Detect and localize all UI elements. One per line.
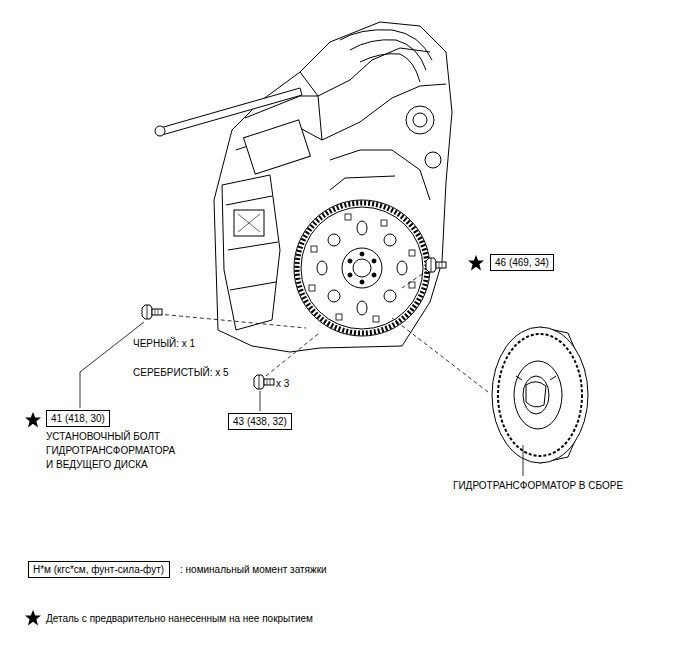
star-symbol <box>468 255 484 271</box>
star-symbol <box>24 609 42 627</box>
bolt <box>426 258 446 272</box>
drive-plate <box>294 200 430 336</box>
catalytic-converter <box>222 175 280 330</box>
engine-block <box>214 22 452 352</box>
legend-row: Деталь с предварительно нанесенным на не… <box>24 609 313 627</box>
torque-value: 43 (438, 32) <box>233 415 287 428</box>
pipe <box>155 88 302 136</box>
star-symbol <box>25 412 41 428</box>
part-label: x 3 <box>276 377 289 391</box>
torque-value: 46 (469, 34) <box>495 256 549 269</box>
part-label: : номинальный момент затяжки <box>180 563 327 577</box>
bolt <box>254 375 274 389</box>
torque-value: Н*м (кгс*см, фунт-сила-фут) <box>33 563 165 576</box>
part-label: ГИДРОТРАНСФОРМАТОР В СБОРЕ <box>453 479 623 493</box>
part-label: УСТАНОВОЧНЫЙ БОЛТ ГИДРОТРАНСФОРМАТОРА И … <box>46 430 184 472</box>
part-label: СЕРЕБРИСТЫЙ: x 5 <box>133 366 229 380</box>
torque-converter <box>492 327 588 463</box>
torque-spec-box: 43 (438, 32) <box>228 413 292 430</box>
legend-text: Деталь с предварительно нанесенным на не… <box>46 613 313 624</box>
torque-spec-box: 41 (418, 30) <box>46 410 110 427</box>
bolt <box>142 305 162 319</box>
torque-value: 41 (418, 30) <box>51 412 105 425</box>
torque-spec-box: 46 (469, 34) <box>490 254 554 271</box>
torque-spec-box: Н*м (кгс*см, фунт-сила-фут) <box>28 561 170 578</box>
part-label: ЧЕРНЫЙ: x 1 <box>133 337 195 351</box>
